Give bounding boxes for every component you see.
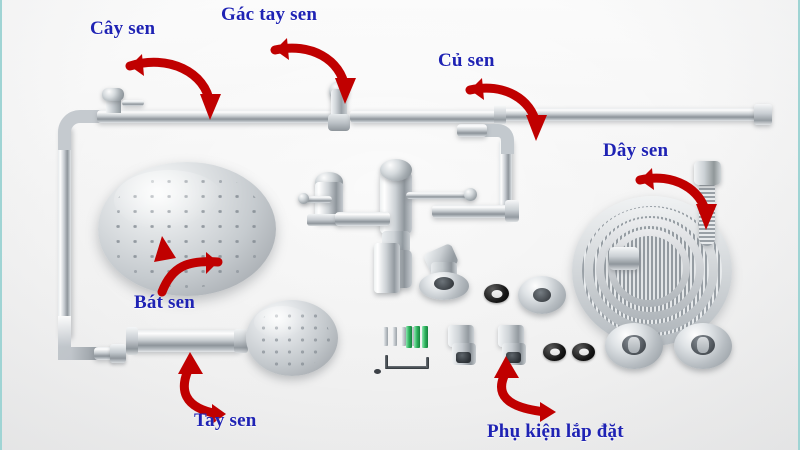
arrow-cay-sen: [125, 54, 221, 120]
label-day-sen: Dây sen: [603, 140, 669, 161]
arrow-day-sen: [635, 168, 717, 230]
label-tay-sen: Tay sen: [194, 410, 257, 431]
o-ring: [484, 284, 509, 303]
o-ring: [572, 343, 595, 361]
label-gac-tay-sen: Gác tay sen: [221, 4, 318, 25]
arrow-phu-kien: [494, 356, 556, 422]
label-cay-sen: Cây sen: [90, 18, 156, 39]
label-bat-sen: Bát sen: [134, 292, 196, 313]
label-cu-sen: Củ sen: [438, 50, 495, 71]
o-ring: [543, 343, 566, 361]
arrow-bat-sen: [154, 236, 223, 297]
arrow-tay-sen: [178, 352, 226, 424]
arrow-cu-sen: [465, 78, 547, 141]
arrow-gac-tay-sen: [270, 38, 356, 104]
label-phu-kien-lap-dat: Phụ kiện lắp đặt: [487, 421, 624, 442]
